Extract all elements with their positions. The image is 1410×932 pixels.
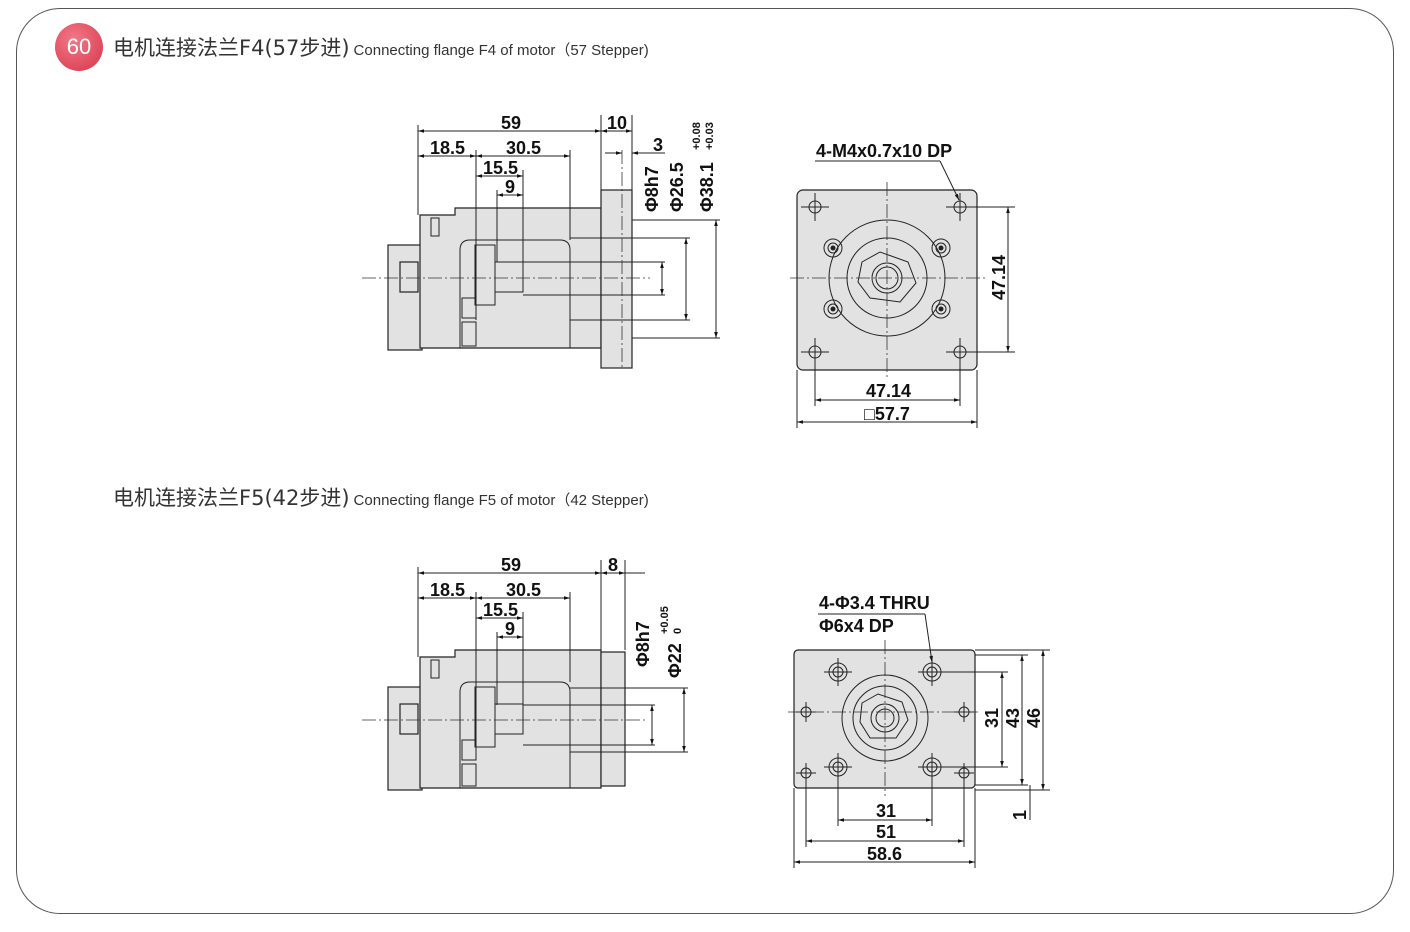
dim-18-5: 18.5 — [430, 580, 465, 600]
dim-46-vertical: 46 — [1024, 708, 1044, 728]
hole-note-counterbore: Φ6x4 DP — [819, 616, 894, 636]
f5-front-dimensions — [793, 613, 1050, 868]
tol-lower: 0 — [672, 628, 684, 634]
dim-31-horizontal: 31 — [876, 801, 896, 821]
tol-upper: +0.05 — [659, 606, 671, 634]
f4-front-dimensions — [796, 160, 1015, 428]
f5-side-dimensions — [417, 560, 686, 760]
screw-hole — [931, 238, 951, 258]
dim-58-6-horizontal: 58.6 — [867, 844, 902, 864]
f4-front-view — [790, 182, 985, 378]
dim-59: 59 — [501, 113, 521, 133]
dim-phi8h7: Φ8h7 — [642, 166, 662, 212]
dim-8: 8 — [608, 555, 618, 575]
tol-upper: +0.08 — [691, 122, 703, 150]
dim-15-5: 15.5 — [483, 600, 518, 620]
dim-phi26-5: Φ26.5 — [667, 162, 687, 212]
f5-front-view — [788, 640, 980, 796]
dim-47-14-vertical: 47.14 — [989, 255, 1009, 300]
dim-30-5: 30.5 — [506, 580, 541, 600]
thread-note: 4-M4x0.7x10 DP — [816, 141, 952, 161]
dim-47-14-horizontal: 47.14 — [866, 381, 911, 401]
page-number-badge: 60 — [55, 23, 103, 71]
dim-15-5: 15.5 — [483, 158, 518, 178]
f4-side-view — [362, 150, 720, 370]
screw-hole — [931, 299, 951, 319]
screw-hole — [823, 299, 843, 319]
dim-43-vertical: 43 — [1003, 708, 1023, 728]
section-title-f4: 电机连接法兰F4(57步进)Connecting flange F4 of mo… — [113, 36, 649, 60]
section-title-f5: 电机连接法兰F5(42步进)Connecting flange F5 of mo… — [113, 486, 649, 510]
dim-59: 59 — [501, 555, 521, 575]
dim-phi38-1: Φ38.1 — [697, 162, 717, 212]
dim-phi22: Φ22 — [665, 643, 685, 678]
f5-side-view — [362, 649, 688, 791]
tol-lower: +0.03 — [704, 122, 716, 150]
dim-phi8h7: Φ8h7 — [633, 621, 653, 667]
f4-side-dimensions — [417, 115, 718, 338]
dim-30-5: 30.5 — [506, 138, 541, 158]
dim-51-horizontal: 51 — [876, 822, 896, 842]
dim-31-vertical: 31 — [982, 708, 1002, 728]
dim-1: 1 — [1010, 810, 1030, 820]
dim-10: 10 — [607, 113, 627, 133]
dim-9: 9 — [505, 619, 515, 639]
dim-3: 3 — [653, 135, 663, 155]
dim-square-57-7: □57.7 — [864, 404, 910, 424]
screw-hole — [823, 238, 843, 258]
hole-note-thru: 4-Φ3.4 THRU — [819, 593, 930, 613]
dim-9: 9 — [505, 177, 515, 197]
dim-18-5: 18.5 — [430, 138, 465, 158]
page-frame — [16, 8, 1394, 914]
